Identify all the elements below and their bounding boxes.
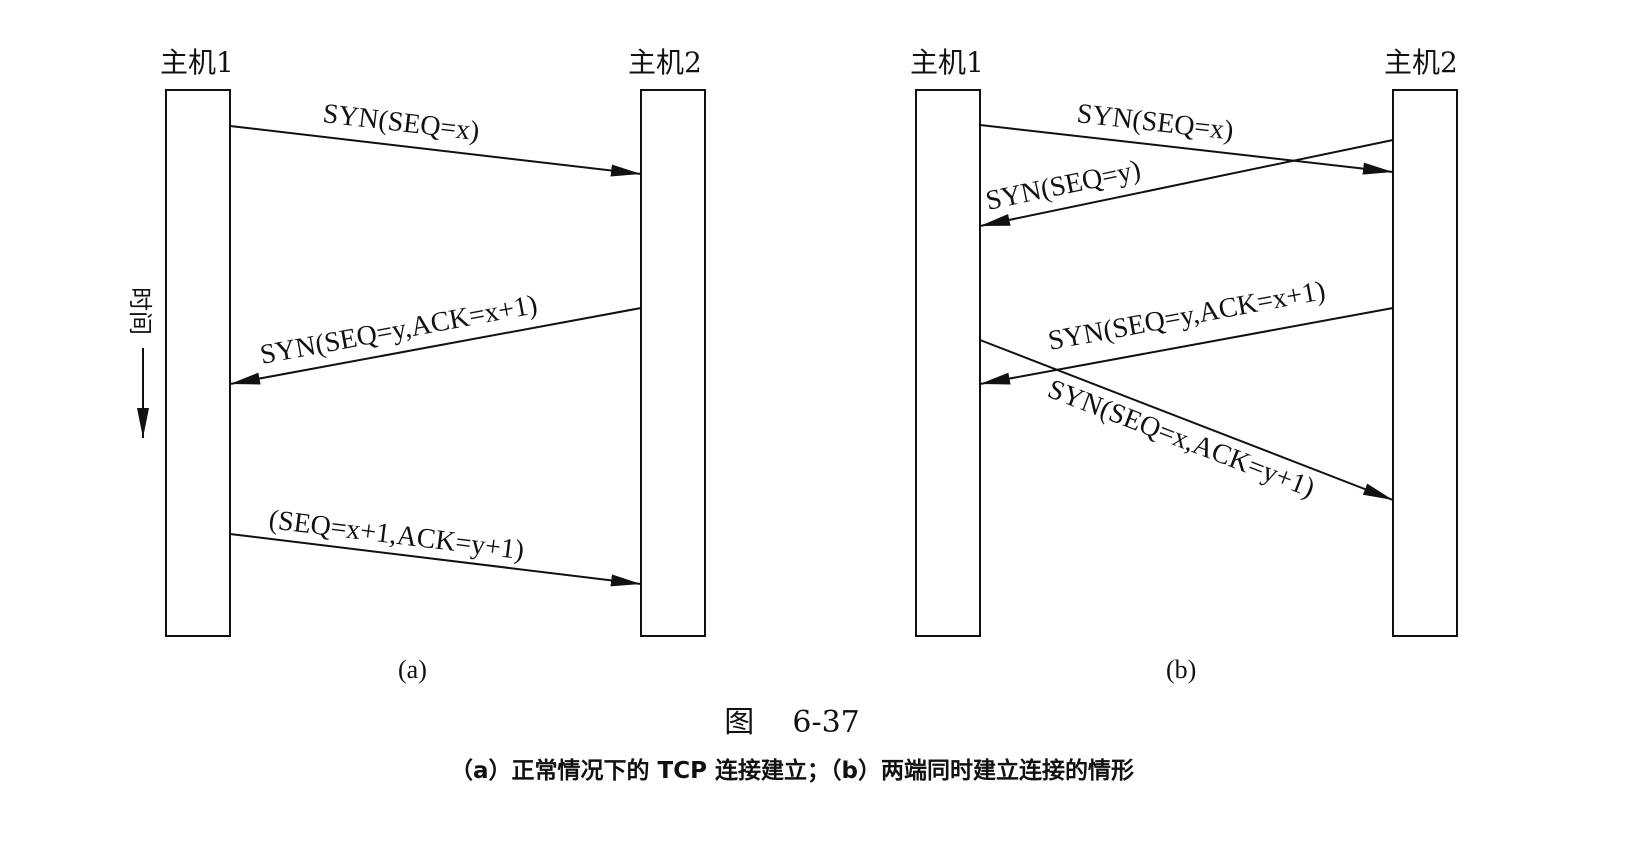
message-label-b4: SYN(SEQ=x,ACK=y+1) <box>1043 374 1318 504</box>
host1-label-b: 主机1 <box>910 46 984 79</box>
message-label-b3: SYN(SEQ=y,ACK=x+1) <box>1046 275 1328 357</box>
host2-timeline-a <box>640 89 706 637</box>
message-label-a3: (SEQ=x+1,ACK=y+1) <box>267 504 526 566</box>
message-arrow-b4 <box>979 339 1394 501</box>
subfigure-label-b: (b) <box>1166 655 1196 684</box>
message-arrow-b2 <box>979 139 1394 227</box>
host1-label-a: 主机1 <box>160 46 234 79</box>
figure-number: 图 6-37 <box>724 705 860 740</box>
host2-label-b: 主机2 <box>1384 46 1458 79</box>
diagram-a: 主机1 主机2 时间 SYN(SEQ=x) SYN(SEQ=y,ACK=x+1)… <box>126 46 706 684</box>
message-arrow-b3 <box>979 307 1394 385</box>
host2-timeline-b <box>1392 89 1458 637</box>
host1-timeline-a <box>165 89 231 637</box>
host1-timeline-b <box>915 89 981 637</box>
figure-caption: （a）正常情况下的 TCP 连接建立；（b）两端同时建立连接的情形 <box>450 757 1134 784</box>
message-label-a2: SYN(SEQ=y,ACK=x+1) <box>258 289 540 371</box>
message-label-b2: SYN(SEQ=y) <box>983 154 1143 217</box>
message-arrow-b1 <box>979 124 1394 175</box>
message-arrow-a3 <box>229 533 642 587</box>
diagram-b: 主机1 主机2 SYN(SEQ=x) SYN(SEQ=y) SYN(SEQ=y,… <box>910 46 1458 684</box>
host2-label-a: 主机2 <box>628 46 702 79</box>
subfigure-label-a: (a) <box>398 655 427 684</box>
message-arrow-a1 <box>229 125 642 177</box>
time-axis-label: 时间 <box>126 287 154 335</box>
message-arrow-a2 <box>229 307 642 385</box>
